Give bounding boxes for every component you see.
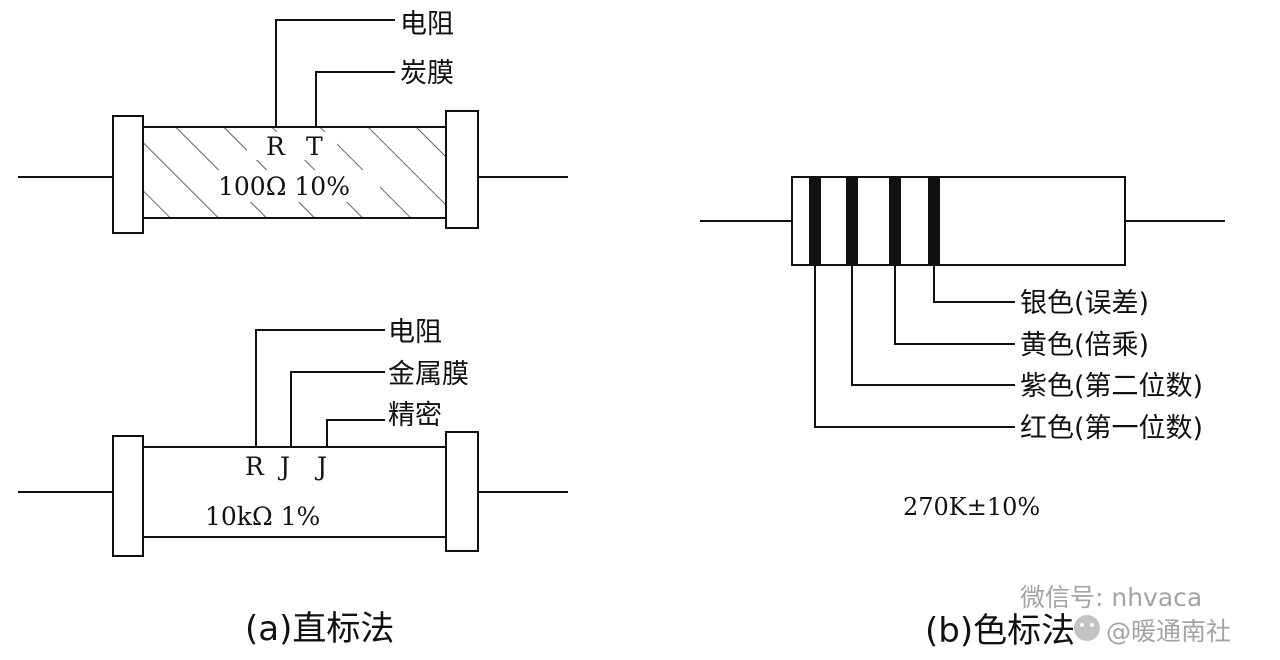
leader-carbon-film	[315, 71, 395, 127]
label-metal-film: 金属膜	[388, 359, 469, 390]
code-r: R	[245, 452, 265, 481]
code-t: T	[306, 132, 323, 161]
band-label: 红色(第一位数)	[1020, 413, 1203, 444]
leader-metal-film	[290, 371, 385, 447]
resistor-body	[791, 176, 1126, 266]
color-bands	[809, 178, 940, 264]
leader-resistor	[275, 19, 395, 127]
band-leader-line	[851, 265, 1015, 386]
caption-a: (a)直标法	[245, 609, 394, 649]
end-cap-left	[112, 435, 144, 557]
color-band-resistor: 银色(误差) 黄色(倍乘) 紫色(第二位数) 红色(第一位数) 270K±10%	[700, 176, 1225, 521]
caption-b: (b)色标法	[925, 611, 1075, 651]
code-r: R	[266, 132, 286, 161]
label-resistor: 电阻	[388, 317, 442, 348]
color-band	[928, 178, 940, 264]
end-cap-right	[445, 431, 479, 552]
carbon-film-resistor: 电阻 炭膜 R T 100Ω 10%	[18, 9, 568, 234]
watermark-account: @暖通南社	[1106, 617, 1231, 646]
label-precision: 精密	[388, 400, 442, 431]
band-label: 紫色(第二位数)	[1020, 371, 1203, 402]
code-j: J	[277, 452, 290, 481]
label-carbon-film: 炭膜	[400, 58, 454, 89]
label-resistor: 电阻	[400, 9, 454, 40]
value-text: 10kΩ 1%	[205, 502, 320, 531]
color-band	[889, 178, 901, 264]
wechat-icon	[1074, 615, 1100, 641]
band-label: 黄色(倍乘)	[1020, 330, 1149, 361]
band-labels: 银色(误差) 黄色(倍乘) 紫色(第二位数) 红色(第一位数)	[1020, 288, 1203, 444]
value-text: 100Ω 10%	[218, 172, 350, 201]
end-cap-left	[112, 115, 144, 234]
end-cap-right	[445, 110, 479, 229]
leader-precision	[326, 419, 385, 447]
value-mask	[205, 170, 380, 202]
code-mask	[247, 132, 337, 160]
color-band	[809, 178, 821, 264]
band-leader-line	[814, 265, 1015, 428]
band-leaders	[814, 265, 1015, 428]
value-text: 270K±10%	[903, 493, 1040, 521]
metal-film-resistor: 电阻 金属膜 精密 R J J 10kΩ 1%	[18, 317, 568, 557]
resistor-body	[142, 446, 447, 538]
leader-resistor	[255, 329, 385, 447]
watermark: 微信号: nhvaca @暖通南社	[1020, 583, 1231, 646]
band-leader-line	[933, 265, 1015, 303]
band-leader-line	[894, 265, 1015, 345]
code-j: J	[314, 452, 327, 481]
color-band	[846, 178, 858, 264]
band-label: 银色(误差)	[1020, 288, 1149, 319]
watermark-wechat-id: 微信号: nhvaca	[1020, 583, 1202, 612]
